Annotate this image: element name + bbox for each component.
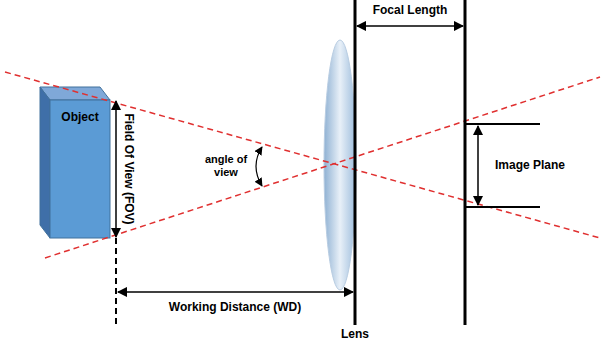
node-label: Object: [50, 110, 110, 124]
dimension-arrow: [357, 25, 463, 27]
ray: [45, 77, 600, 258]
ray: [5, 72, 600, 238]
dimension-label: Focal Length: [371, 4, 450, 18]
bracket-tick: [465, 123, 540, 125]
dimension-label: Field Of View (FOV): [121, 111, 135, 226]
dimension-label: Image Plane: [493, 159, 567, 173]
object-top: [40, 87, 110, 100]
dimension-arrow: [477, 126, 479, 205]
lens-plane-line: [354, 0, 357, 325]
object-side: [40, 87, 50, 238]
dimension-label: Lens: [339, 328, 371, 342]
dimension-label: Working Distance (WD): [167, 301, 303, 315]
object-front: [50, 100, 110, 238]
angle-arc: [256, 147, 262, 186]
dimension-arrow: [118, 291, 353, 293]
object-box: Object: [50, 100, 110, 238]
reference-line: [115, 238, 117, 328]
image-plane-line: [464, 0, 467, 325]
angle-label: angle of view: [202, 153, 250, 178]
lens-shape: [324, 40, 356, 290]
dimension-arrow: [115, 101, 117, 237]
bracket-tick: [465, 206, 540, 208]
